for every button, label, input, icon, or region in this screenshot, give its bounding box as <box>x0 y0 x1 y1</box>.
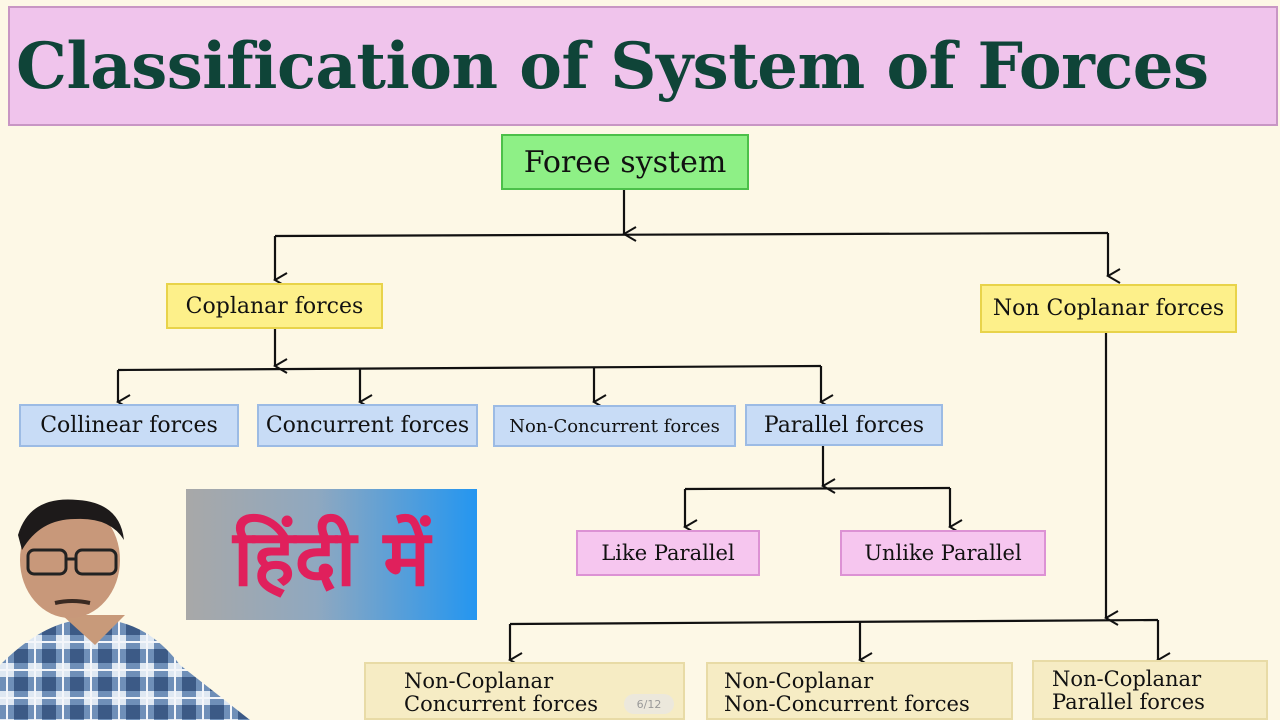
node-like-parallel-label: Like Parallel <box>601 541 734 565</box>
node-parallel-forces-label: Parallel forces <box>764 413 924 438</box>
node-collinear-forces: Collinear forces <box>19 404 239 447</box>
node-nc-concurrent-line1: Non-Coplanar <box>404 670 553 693</box>
node-unlike-parallel: Unlike Parallel <box>840 530 1046 576</box>
node-coplanar-forces-label: Coplanar forces <box>186 294 364 319</box>
node-nc-parallel-forces: Non-Coplanar Parallel forces <box>1032 660 1268 720</box>
page-indicator: 6/12 <box>624 694 674 714</box>
node-nc-non-concurrent-line1: Non-Coplanar <box>724 670 873 693</box>
node-nc-parallel-line1: Non-Coplanar <box>1052 668 1201 691</box>
page-indicator-text: 6/12 <box>637 698 662 711</box>
node-non-concurrent-forces-label: Non-Concurrent forces <box>509 416 720 437</box>
connector-coplanar-bus <box>118 366 821 370</box>
node-concurrent-forces-label: Concurrent forces <box>266 413 469 438</box>
presenter-photo <box>0 495 250 720</box>
node-nc-parallel-line2: Parallel forces <box>1052 691 1205 714</box>
node-coplanar-forces: Coplanar forces <box>166 283 383 329</box>
node-parallel-forces: Parallel forces <box>745 404 943 446</box>
node-like-parallel: Like Parallel <box>576 530 760 576</box>
node-nc-non-concurrent-line2: Non-Concurrent forces <box>724 693 970 716</box>
node-nc-non-concurrent-forces: Non-Coplanar Non-Concurrent forces <box>706 662 1013 720</box>
node-non-coplanar-forces-label: Non Coplanar forces <box>993 296 1224 321</box>
node-non-concurrent-forces: Non-Concurrent forces <box>493 405 736 447</box>
connector-parallel-bus <box>685 488 950 489</box>
node-force-system: Foree system <box>501 134 749 190</box>
node-unlike-parallel-label: Unlike Parallel <box>864 541 1021 565</box>
hindi-badge-text: हिंदी में <box>233 502 430 608</box>
connector-level1-bus <box>275 233 1108 236</box>
node-non-coplanar-forces: Non Coplanar forces <box>980 284 1237 333</box>
node-nc-concurrent-line2: Concurrent forces <box>404 693 598 716</box>
connector-non-coplanar-bus <box>510 620 1158 624</box>
node-concurrent-forces: Concurrent forces <box>257 404 478 447</box>
node-collinear-forces-label: Collinear forces <box>40 413 218 438</box>
node-force-system-label: Foree system <box>524 145 727 180</box>
